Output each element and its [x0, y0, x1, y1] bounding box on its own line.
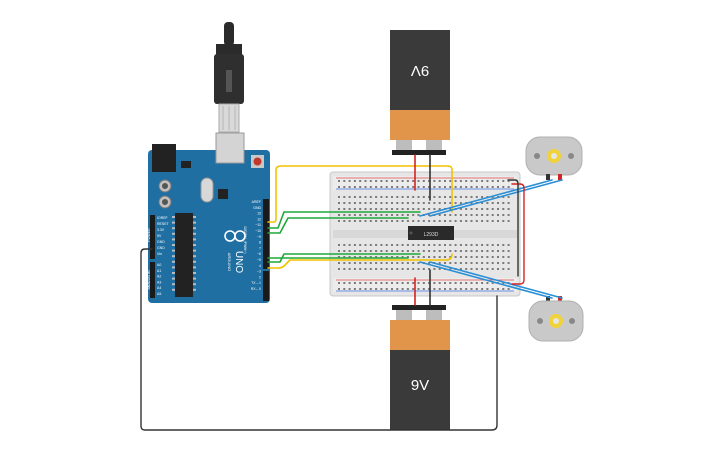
arduino-digital-label: DIGITAL (PWM~) [243, 226, 247, 253]
battery-top-label: 9V [411, 62, 429, 79]
arduino-board-name: UNO [233, 251, 244, 273]
battery-bottom[interactable]: 9V [390, 305, 450, 430]
power-pin-label: IOREF [157, 216, 168, 220]
wire-blue-4 [429, 261, 563, 299]
digital-pin-label: 4 [259, 264, 261, 268]
wire-green-4 [267, 253, 421, 263]
wire-green-1 [267, 211, 421, 229]
wire-yellow-top [267, 165, 453, 223]
digital-pin-label: RX←0 [251, 287, 261, 291]
power-pin-label: GND [157, 246, 165, 250]
battery-bottom-label: 9V [411, 377, 429, 394]
battery-top[interactable]: 9V [390, 30, 450, 155]
analog-pin-label: A3 [157, 280, 161, 284]
power-pin-label: GND [157, 240, 165, 244]
ic-label: L293D [424, 232, 439, 238]
breadboard-holes [338, 180, 510, 290]
power-pin-label: 5V [157, 234, 162, 238]
digital-pin-label: 13 [257, 212, 261, 216]
usb-cable [214, 22, 244, 133]
digital-pin-label: 7 [259, 246, 261, 250]
digital-pin-label: 8 [259, 241, 261, 245]
wire-blue-2 [429, 179, 563, 217]
power-pin-label: Vin [157, 252, 162, 256]
atmega-chip-pins [172, 216, 196, 291]
analog-pin-label: A1 [157, 269, 161, 273]
motor-bottom[interactable] [528, 296, 584, 342]
wire-rail-black-right [507, 179, 519, 277]
arduino-uno-board[interactable]: UNO ARDUINO DIGITAL (PWM~) POWER ANALOG … [147, 132, 270, 303]
analog-pin-label: A0 [157, 263, 161, 267]
digital-pin-label: TX→1 [251, 281, 261, 285]
digital-pin-label: 12 [257, 217, 261, 221]
digital-pin-label: ~9 [257, 235, 261, 239]
wire-rail-red-right [511, 183, 525, 285]
digital-pin-label: GND [253, 206, 261, 210]
digital-pin-label: ~3 [257, 270, 261, 274]
wire-yellow-bottom [267, 253, 453, 269]
power-pin-label: 3.3V [157, 228, 165, 232]
digital-pin-label: ~5 [257, 258, 261, 262]
motor-top[interactable] [525, 136, 583, 180]
analog-pin-label: A4 [157, 286, 161, 290]
arduino-logo [224, 230, 246, 242]
digital-pin-label: ~10 [255, 229, 261, 233]
wire-blue-1 [419, 179, 553, 217]
analog-pin-label: A2 [157, 275, 161, 279]
power-pin-label: RESET [157, 222, 170, 226]
digital-pin-label: 2 [259, 275, 261, 279]
wire-blue-3 [419, 261, 553, 299]
digital-pin-label: AREF [252, 200, 261, 204]
ic-l293d[interactable]: L293D [408, 226, 454, 240]
arduino-analog-label: ANALOG IN [147, 270, 151, 290]
digital-pin-label: ~6 [257, 252, 261, 256]
arduino-power-label: POWER [147, 228, 151, 242]
analog-pin-label: A5 [157, 292, 161, 296]
wire-ground-loop [140, 248, 498, 431]
digital-pin-label: ~11 [255, 223, 261, 227]
arduino-brand: ARDUINO [227, 253, 232, 271]
wires [140, 154, 563, 431]
wire-green-2 [267, 217, 409, 234]
